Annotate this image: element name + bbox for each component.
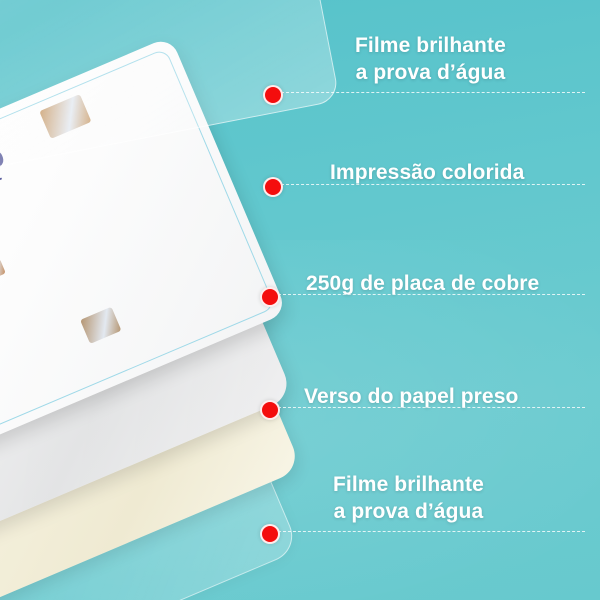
callout-leader-line: [278, 531, 585, 532]
callout-label-line1: Filme brilhante: [333, 473, 484, 496]
callout-leader-line: [278, 294, 585, 295]
callout-leader-line: [281, 92, 585, 93]
callout-label: Filme brilhante a prova d’água: [355, 32, 506, 87]
callout-marker-dot[interactable]: [260, 524, 280, 544]
callout-label-line1: Impressão colorida: [330, 161, 525, 184]
callout-label: 250g de placa de cobre: [306, 270, 539, 297]
callout-marker-dot[interactable]: [260, 400, 280, 420]
callout-leader-line: [281, 184, 585, 185]
callout-marker-dot[interactable]: [263, 85, 283, 105]
callout-label: Impressão colorida: [330, 159, 524, 186]
callout-leader-line: [278, 407, 585, 408]
callout-label: Filme brilhante a prova d’água: [333, 471, 484, 526]
callout-marker-dot[interactable]: [260, 287, 280, 307]
callout-label-line1: 250g de placa de cobre: [306, 272, 540, 295]
callout-label-line1: Filme brilhante: [355, 34, 506, 57]
callout-label: Verso do papel preso: [304, 383, 518, 410]
callout-label-line1: Verso do papel preso: [304, 385, 519, 408]
callout-label-line2: a prova d’água: [355, 61, 506, 85]
callout-marker-dot[interactable]: [263, 177, 283, 197]
callout-label-line2: a prova d’água: [333, 500, 484, 524]
